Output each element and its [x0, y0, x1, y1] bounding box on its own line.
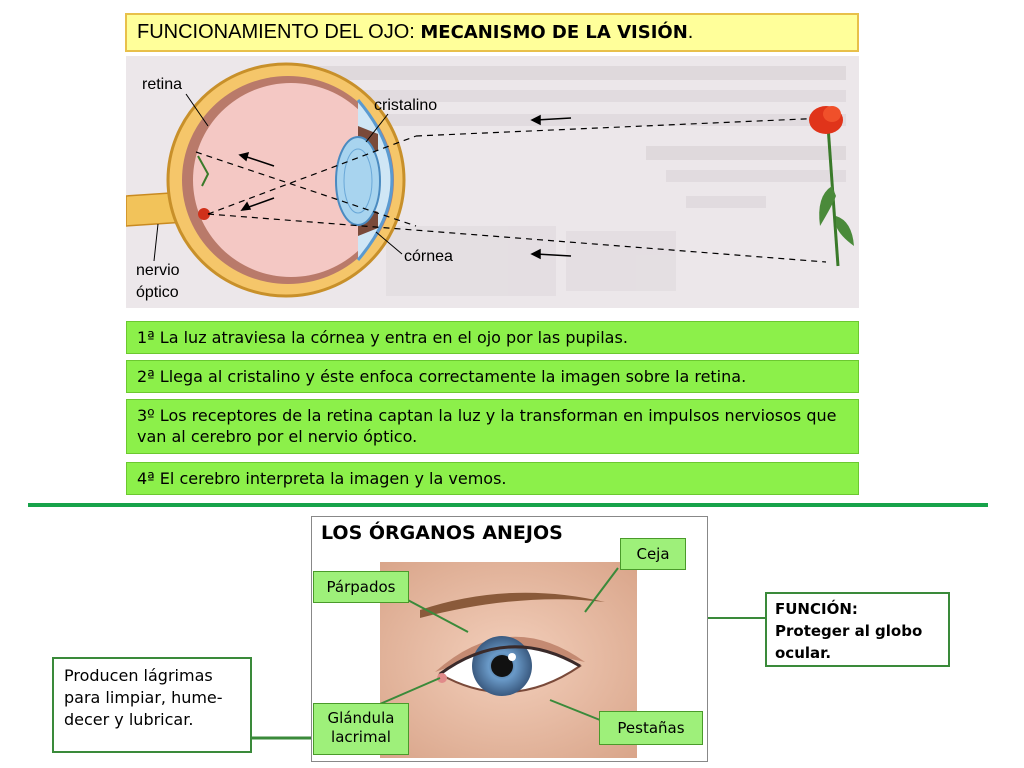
eye-diagram-svg: retina cristalino córnea nervio óptico	[126, 56, 859, 308]
background-texture	[306, 66, 846, 296]
section-divider	[28, 503, 988, 507]
eye-highlight	[508, 653, 516, 661]
label-glandula-lacrimal: Glándula lacrimal	[313, 703, 409, 755]
step-2: 2ª Llega al cristalino y éste enfoca cor…	[126, 360, 859, 393]
retina-stem	[197, 155, 210, 187]
eye-photo	[380, 562, 637, 758]
label-ceja: Ceja	[620, 538, 686, 570]
note-lagrimas-line1: Producen lágrimas	[64, 666, 213, 685]
leader-retina	[185, 93, 209, 127]
note-funcion-line1: FUNCIÓN:	[775, 600, 858, 618]
note-funcion-line2: Proteger al globo	[775, 622, 923, 640]
ray-upper	[415, 117, 827, 137]
leader-nervio	[153, 223, 159, 262]
note-funcion-line3: ocular.	[775, 644, 832, 662]
leader-cornea	[375, 231, 403, 255]
leader-cristalino	[365, 113, 389, 143]
title-bold: MECANISMO DE LA VISIÓN	[420, 22, 688, 43]
title-regular: FUNCIONAMIENTO DEL OJO	[137, 21, 410, 43]
ray-lower	[207, 213, 827, 263]
label-retina: retina	[142, 76, 182, 93]
eyebrow	[420, 592, 605, 618]
label-glandula-line2: lacrimal	[331, 728, 391, 746]
label-cristalino: cristalino	[374, 97, 437, 114]
eyelashes	[439, 645, 581, 676]
label-optico: óptico	[136, 284, 179, 301]
step-1: 1ª La luz atraviesa la córnea y entra en…	[126, 321, 859, 354]
eye-diagram: retina cristalino córnea nervio óptico	[126, 56, 859, 308]
label-glandula-line1: Glándula	[327, 709, 395, 727]
ray-cross-2	[195, 151, 417, 227]
label-pestanas: Pestañas	[599, 711, 703, 745]
retina-image	[198, 208, 210, 220]
organs-title: LOS ÓRGANOS ANEJOS	[321, 522, 563, 544]
note-lagrimas-line3: decer y lubricar.	[64, 710, 194, 729]
ray-cross-1	[207, 135, 417, 215]
page-title: FUNCIONAMIENTO DEL OJO: MECANISMO DE LA …	[125, 13, 859, 52]
step-4: 4ª El cerebro interpreta la imagen y la …	[126, 462, 859, 495]
ray-arrows	[238, 114, 572, 260]
note-lagrimas-line2: para limpiar, hume-	[64, 688, 223, 707]
lacrimal-caruncle	[437, 673, 447, 683]
label-cornea: córnea	[404, 248, 453, 265]
pupil	[491, 655, 513, 677]
poppy-flower	[809, 106, 854, 267]
note-lagrimas: Producen lágrimas para limpiar, hume- de…	[52, 657, 252, 753]
note-funcion: FUNCIÓN: Proteger al globo ocular.	[765, 592, 950, 667]
label-nervio: nervio	[136, 262, 180, 279]
label-parpados: Párpados	[313, 571, 409, 603]
vitreous-body	[193, 83, 389, 277]
lens-ring	[343, 148, 373, 214]
step-3: 3º Los receptores de la retina captan la…	[126, 399, 859, 454]
